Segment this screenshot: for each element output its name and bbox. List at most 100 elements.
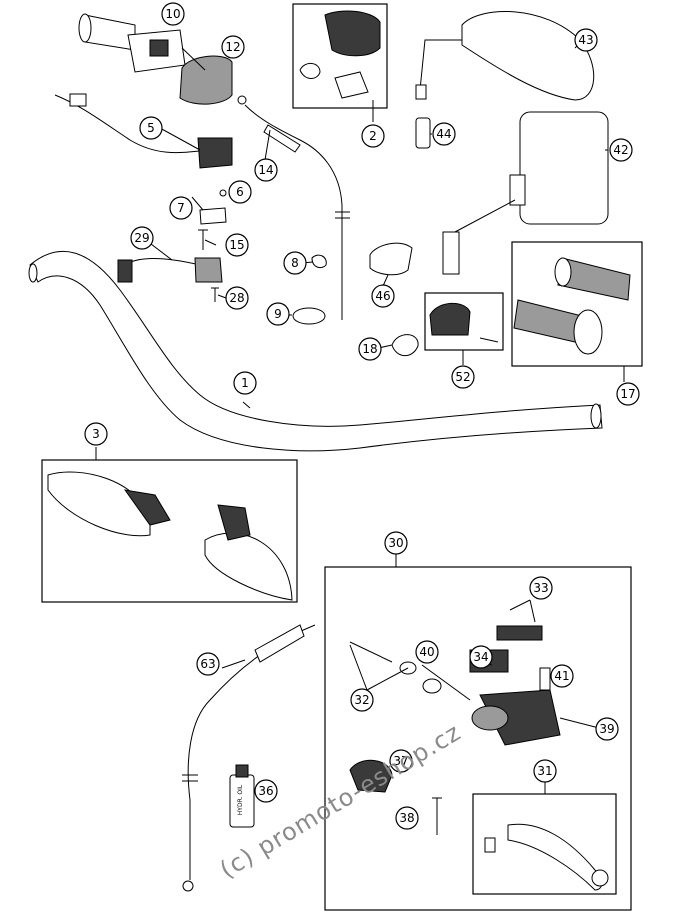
callout-42: 42 [609, 138, 633, 162]
brake-lever [507, 823, 603, 891]
grips-box [511, 241, 643, 367]
piston-32 [349, 641, 393, 663]
hand-guard-right [204, 504, 293, 601]
svg-text:36: 36 [258, 784, 273, 798]
svg-text:1: 1 [241, 376, 249, 390]
bottle-label: HYDR. OIL [237, 784, 244, 815]
svg-text:2: 2 [369, 129, 377, 143]
reservoir-lid-33 [496, 625, 543, 641]
cable-tie-18 [391, 334, 419, 357]
bracket-2 [334, 71, 369, 99]
callout-44: 44 [432, 122, 456, 146]
clamp-52 [429, 302, 471, 336]
callout-36: 36 [254, 779, 278, 803]
svg-text:28: 28 [229, 291, 244, 305]
callout-63: 63 [196, 652, 220, 676]
callout-34: 34 [469, 645, 493, 669]
callout-38: 38 [395, 806, 419, 830]
cable-tie-2 [299, 63, 321, 79]
svg-text:46: 46 [375, 289, 390, 303]
svg-text:10: 10 [165, 7, 180, 21]
svg-text:52: 52 [455, 370, 470, 384]
hand-guard-left [47, 471, 171, 537]
svg-text:6: 6 [236, 185, 244, 199]
svg-text:8: 8 [291, 256, 299, 270]
lever-clamp-37 [349, 759, 393, 793]
svg-text:32: 32 [354, 693, 369, 707]
callout-9: 9 [266, 302, 290, 326]
callout-6: 6 [228, 180, 252, 204]
svg-text:17: 17 [620, 387, 635, 401]
bolt-38 [432, 797, 442, 835]
callout-12: 12 [221, 35, 245, 59]
svg-text:12: 12 [225, 40, 240, 54]
nut-6 [219, 189, 227, 197]
svg-text:40: 40 [419, 645, 434, 659]
svg-text:41: 41 [554, 669, 569, 683]
svg-text:29: 29 [134, 231, 149, 245]
clamp-46 [369, 242, 413, 276]
callout-37: 37 [389, 749, 413, 773]
throttle-cable [237, 95, 350, 320]
callout-14: 14 [254, 158, 278, 182]
oil-bottle: HYDR. OIL [229, 764, 255, 828]
callout-32: 32 [350, 688, 374, 712]
svg-text:44: 44 [436, 127, 451, 141]
o-ring-9 [292, 307, 326, 325]
callout-43: 43 [574, 28, 598, 52]
svg-text:39: 39 [599, 722, 614, 736]
callout-52: 52 [451, 365, 475, 389]
mirror-42 [442, 111, 609, 275]
mirror-43 [415, 11, 595, 101]
brake-assembly-box [324, 566, 632, 911]
callout-41: 41 [550, 664, 574, 688]
svg-text:5: 5 [147, 121, 155, 135]
svg-text:3: 3 [92, 427, 100, 441]
kill-switch [117, 257, 223, 283]
callout-46: 46 [371, 284, 395, 308]
callout-2: 2 [361, 124, 385, 148]
svg-text:33: 33 [533, 581, 548, 595]
svg-text:63: 63 [200, 657, 215, 671]
hose-41 [539, 667, 551, 691]
svg-text:37: 37 [393, 754, 408, 768]
screw-28 [211, 287, 219, 302]
svg-text:42: 42 [613, 143, 628, 157]
throttle-grip-assembly [78, 13, 186, 73]
callout-10: 10 [161, 2, 185, 26]
callouts: 1 2 3 5 6 7 8 9 10 12 14 15 17 18 28 29 … [84, 2, 640, 830]
hand-guards-box [41, 459, 298, 603]
cable-clip-8 [311, 254, 327, 269]
handlebar [28, 250, 603, 452]
master-cylinder [471, 689, 561, 746]
callout-5: 5 [139, 116, 163, 140]
callout-28: 28 [225, 286, 249, 310]
callout-7: 7 [169, 196, 193, 220]
part-2-box [292, 3, 388, 109]
callout-29: 29 [130, 226, 154, 250]
svg-text:31: 31 [537, 764, 552, 778]
callout-18: 18 [358, 337, 382, 361]
adapter-44 [415, 117, 431, 149]
svg-text:18: 18 [362, 342, 377, 356]
bracket-7 [199, 207, 227, 225]
switch-wiring [54, 93, 233, 169]
callout-31: 31 [533, 759, 557, 783]
svg-text:43: 43 [578, 33, 593, 47]
svg-text:15: 15 [229, 238, 244, 252]
svg-text:7: 7 [177, 201, 185, 215]
callout-8: 8 [283, 251, 307, 275]
cover-2 [324, 10, 381, 57]
screw-15 [198, 229, 208, 250]
callout-39: 39 [595, 717, 619, 741]
grips [513, 257, 631, 355]
svg-text:38: 38 [399, 811, 414, 825]
svg-text:34: 34 [473, 650, 488, 664]
callout-30: 30 [384, 531, 408, 555]
brake-hose [182, 624, 316, 892]
svg-text:14: 14 [258, 163, 273, 177]
callout-15: 15 [225, 233, 249, 257]
svg-text:9: 9 [274, 307, 282, 321]
callout-1: 1 [233, 371, 257, 395]
